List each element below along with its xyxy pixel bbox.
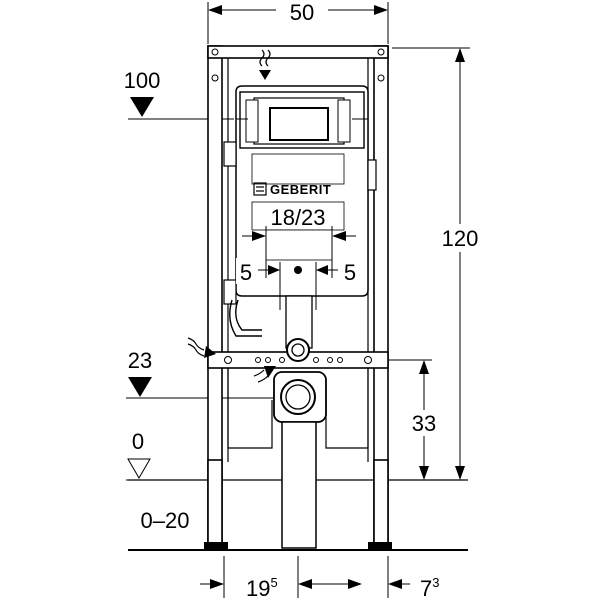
arrowhead: [316, 265, 328, 275]
arrowhead: [388, 579, 402, 589]
bolt-icon: [211, 48, 219, 56]
arrowhead: [208, 5, 222, 15]
level-actuator-label: 100: [124, 68, 161, 93]
arrowhead: [264, 366, 276, 378]
floor-range-label: 0–20: [141, 508, 190, 533]
bolt-icon: [377, 48, 385, 56]
point-icon: [265, 357, 271, 363]
bolt-icon: [364, 356, 372, 364]
water-inlet-lower: [253, 366, 276, 383]
arrowhead: [455, 466, 465, 480]
level-outlet-label: 23: [128, 348, 152, 373]
water-inlet-side: [187, 337, 216, 358]
water-inlet-top: [259, 49, 271, 80]
dimension-outlet-height: 33: [330, 359, 446, 480]
brand-logo-text: GEBERIT: [270, 182, 331, 197]
height-total-label: 120: [442, 226, 479, 251]
arrowhead: [298, 579, 312, 589]
width-top-label: 50: [290, 0, 314, 25]
dimension-bottom: 195 73: [200, 556, 439, 601]
arrowhead: [210, 579, 224, 589]
arrowhead: [419, 360, 429, 374]
arrowhead: [332, 231, 346, 241]
level-floor-label: 0: [132, 429, 144, 454]
offset-left-label: 5: [240, 260, 252, 285]
dimension-offsets: 5 5: [236, 258, 360, 310]
point-icon: [327, 357, 333, 363]
level-triangle: [130, 97, 154, 117]
level-triangle: [128, 377, 152, 397]
arrowhead: [259, 70, 271, 80]
offset-right-label: 5: [344, 260, 356, 285]
dimension-width-top: 50: [207, 0, 389, 44]
arrowhead: [252, 231, 266, 241]
arrowhead: [419, 466, 429, 480]
level-marker-floor: 0: [126, 429, 208, 481]
bottom-right-label: 73: [420, 575, 439, 600]
arrowhead: [268, 265, 280, 275]
connection-points: [255, 357, 343, 363]
level-marker-outlet: 23: [126, 348, 290, 399]
flush-pipe: [229, 295, 327, 549]
dimension-height-total: 120: [392, 47, 488, 480]
outlet-height-label: 33: [412, 411, 436, 436]
bolt-icon: [377, 74, 385, 82]
point-icon: [279, 357, 285, 363]
brand-logo: GEBERIT: [253, 182, 331, 197]
point-icon: [313, 357, 319, 363]
point-icon: [337, 357, 343, 363]
logo-mark-icon: [253, 182, 267, 196]
arrowhead: [374, 5, 388, 15]
bolt-icon: [224, 356, 232, 364]
bolt-icon: [211, 74, 219, 82]
arrowhead: [348, 579, 362, 589]
mounting-frame: [204, 45, 392, 551]
level-triangle-open: [127, 458, 151, 479]
arrowhead: [455, 48, 465, 62]
arrowhead: [204, 346, 216, 358]
level-marker-actuator: 100: [124, 68, 234, 120]
dimension-supply-spacing: 18/23: [242, 204, 356, 278]
supply-spacing-label: 18/23: [270, 205, 325, 230]
bottom-left-label: 195: [246, 575, 278, 600]
point-icon: [255, 357, 261, 363]
centre-point-icon: [294, 266, 302, 274]
